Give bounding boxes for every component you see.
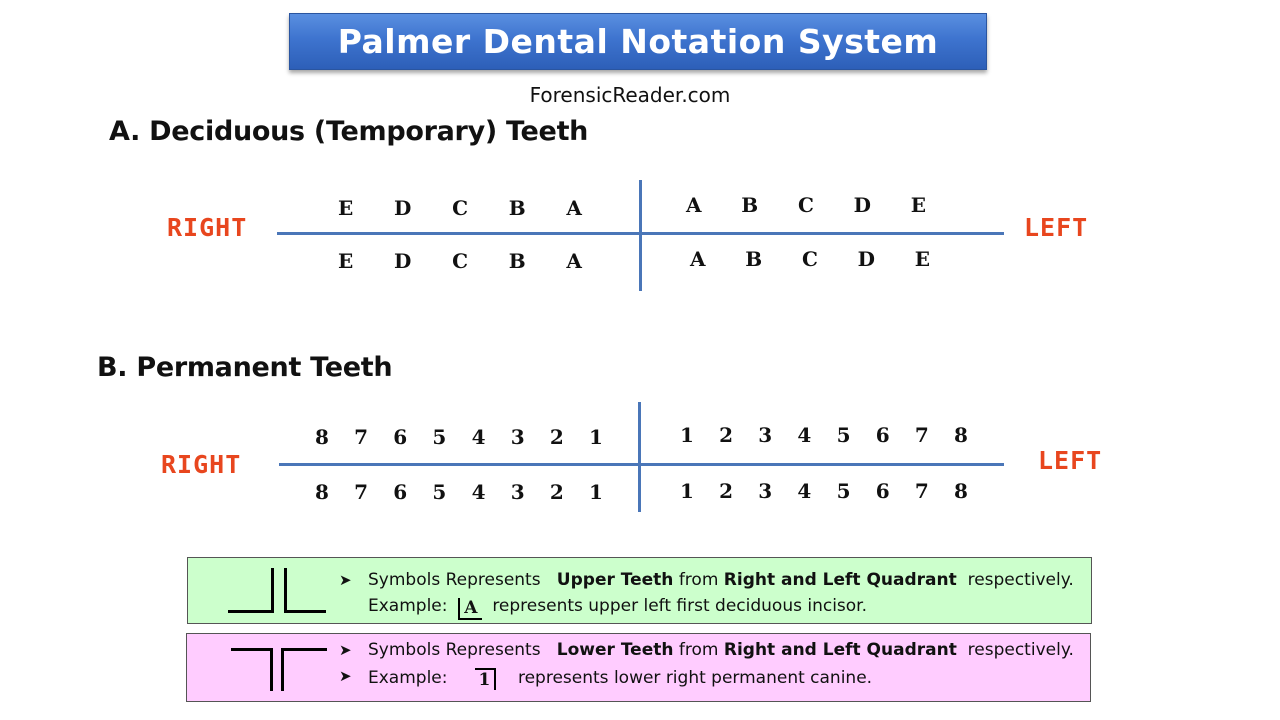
- tooth-label: D: [853, 193, 871, 217]
- tooth-label: 8: [315, 425, 329, 449]
- source-credit: ForensicReader.com: [529, 83, 731, 107]
- tooth-label: 7: [354, 425, 369, 449]
- tooth-label: 6: [393, 480, 408, 504]
- lower-example-symbol: 1: [474, 668, 497, 690]
- upper-right-symbol-vertical: [271, 568, 274, 613]
- upper-teeth-legend: ➤ Symbols Represents Upper Teeth from Ri…: [187, 557, 1092, 624]
- section-a-lower-left-teeth: A B C D E: [690, 247, 930, 271]
- tooth-label: E: [910, 193, 926, 217]
- tooth-label: C: [801, 247, 818, 271]
- tooth-label: 1: [680, 423, 694, 447]
- bullet-arrow-icon: ➤: [339, 642, 352, 659]
- section-a-right-label: RIGHT: [167, 213, 248, 242]
- bullet-arrow-icon: ➤: [339, 668, 352, 685]
- tooth-label: 2: [719, 423, 734, 447]
- lower-note-line1: Symbols Represents Lower Teeth from Righ…: [368, 640, 1074, 660]
- tooth-label: 6: [393, 425, 408, 449]
- lower-left-symbol-vertical: [281, 648, 284, 691]
- upper-left-symbol-vertical: [284, 568, 287, 613]
- title-banner: Palmer Dental Notation System: [289, 13, 987, 70]
- tooth-label: 8: [315, 480, 329, 504]
- tooth-label: E: [914, 247, 930, 271]
- lower-note-example: Example: 1 represents lower right perman…: [368, 668, 873, 690]
- tooth-label: 7: [914, 479, 929, 503]
- upper-right-symbol-horizontal: [228, 610, 274, 613]
- section-b-heading: B. Permanent Teeth: [97, 352, 393, 383]
- tooth-label: 3: [758, 423, 773, 447]
- tooth-label: B: [741, 193, 759, 217]
- tooth-label: 4: [471, 480, 486, 504]
- tooth-label: 6: [875, 479, 890, 503]
- tooth-label: D: [394, 249, 412, 273]
- tooth-label: 7: [354, 480, 369, 504]
- lower-right-symbol-vertical: [270, 648, 273, 691]
- upper-note-example: Example: A represents upper left first d…: [368, 596, 868, 620]
- tooth-label: 2: [549, 425, 564, 449]
- section-b-vertical-divider: [638, 402, 641, 512]
- tooth-label: A: [690, 247, 706, 271]
- upper-note-line1: Symbols Represents Upper Teeth from Righ…: [368, 570, 1074, 590]
- section-a-left-label: LEFT: [1024, 213, 1089, 242]
- tooth-label: E: [338, 196, 354, 220]
- tooth-label: 4: [797, 423, 812, 447]
- tooth-label: B: [508, 196, 526, 220]
- tooth-label: 5: [836, 479, 851, 503]
- tooth-label: 4: [797, 479, 812, 503]
- tooth-label: 3: [510, 480, 525, 504]
- tooth-label: A: [566, 196, 582, 220]
- tooth-label: C: [452, 196, 469, 220]
- tooth-label: 5: [432, 480, 447, 504]
- tooth-label: 8: [953, 479, 968, 503]
- tooth-label: 6: [875, 423, 890, 447]
- tooth-label: C: [452, 249, 469, 273]
- section-a-vertical-divider: [639, 180, 642, 291]
- tooth-label: E: [338, 249, 354, 273]
- section-a-heading: A. Deciduous (Temporary) Teeth: [109, 116, 589, 147]
- page-title: Palmer Dental Notation System: [337, 22, 939, 61]
- tooth-label: 1: [680, 479, 694, 503]
- tooth-label: 7: [914, 423, 929, 447]
- tooth-label: D: [857, 247, 875, 271]
- section-a-upper-left-teeth: A B C D E: [686, 193, 926, 217]
- tooth-label: 8: [953, 423, 968, 447]
- tooth-label: 5: [432, 425, 447, 449]
- section-b-horizontal-divider: [279, 463, 1004, 466]
- tooth-label: 2: [549, 480, 564, 504]
- tooth-label: B: [745, 247, 763, 271]
- tooth-label: 4: [471, 425, 486, 449]
- tooth-label: 3: [510, 425, 525, 449]
- tooth-label: 5: [836, 423, 851, 447]
- tooth-label: D: [394, 196, 412, 220]
- lower-teeth-legend: ➤ Symbols Represents Lower Teeth from Ri…: [186, 633, 1091, 702]
- tooth-label: 1: [588, 425, 603, 449]
- lower-right-symbol-horizontal: [231, 648, 273, 651]
- upper-left-symbol-horizontal: [284, 610, 326, 613]
- section-b-right-label: RIGHT: [161, 450, 242, 479]
- tooth-label: 1: [588, 480, 603, 504]
- tooth-label: A: [566, 249, 582, 273]
- bullet-arrow-icon: ➤: [339, 572, 352, 589]
- section-b-left-label: LEFT: [1038, 446, 1103, 475]
- tooth-label: C: [797, 193, 814, 217]
- tooth-label: B: [508, 249, 526, 273]
- tooth-label: A: [686, 193, 702, 217]
- tooth-label: 2: [719, 479, 734, 503]
- upper-example-symbol: A: [458, 598, 482, 620]
- lower-left-symbol-horizontal: [281, 648, 327, 651]
- tooth-label: 3: [758, 479, 773, 503]
